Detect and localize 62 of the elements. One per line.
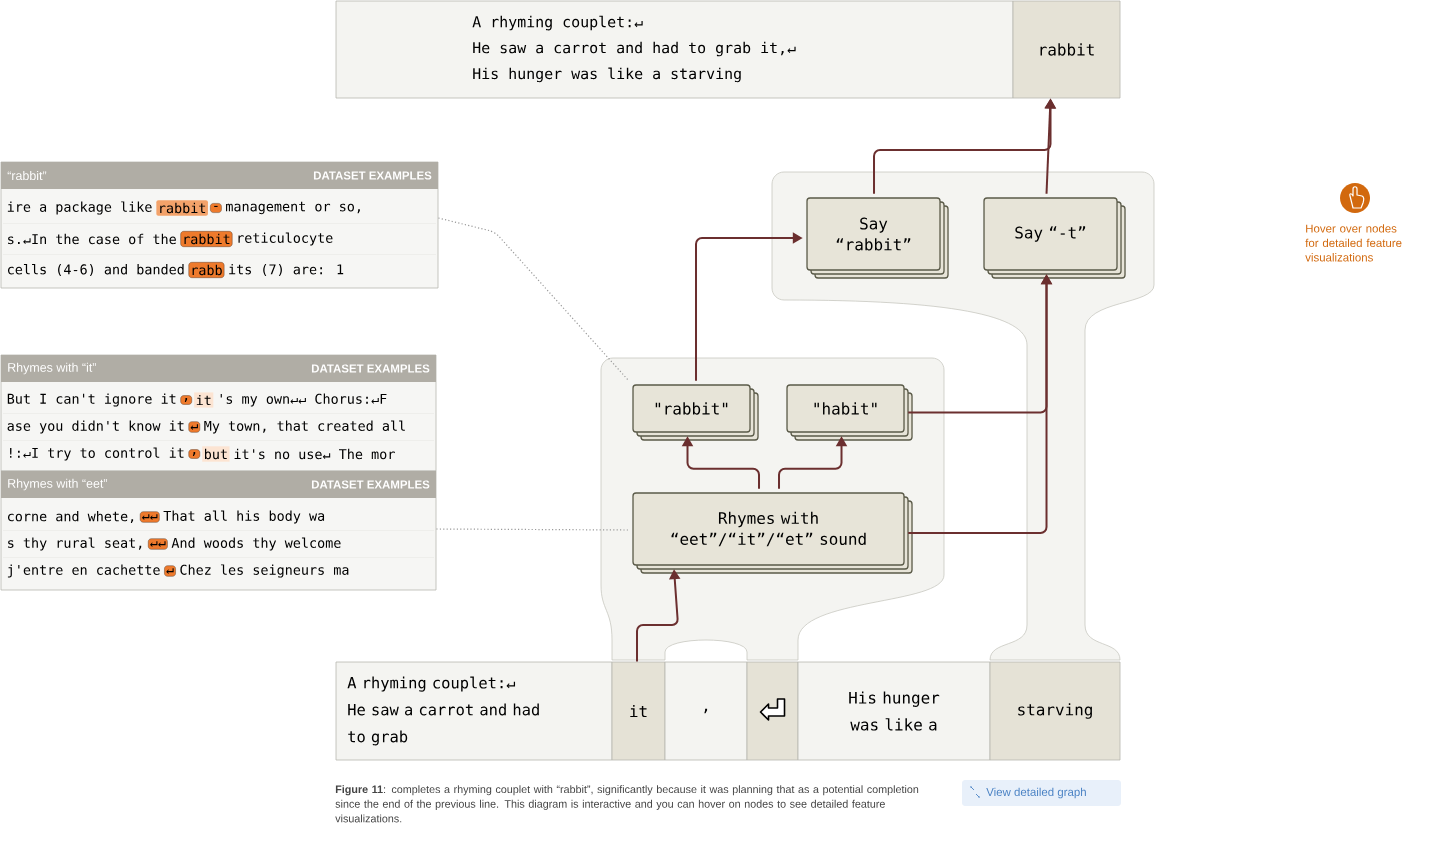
caption: Figure 11: completes a rhyming couplet with “rabbit”, significantly because it was planning that as a potential completion since the end of the previous line. This diagram is interactive and you can hover on nodes to see detailed feature visualizations.: [335, 785, 919, 823]
prompt-text: A rhyming couplet:↵ He saw a carrot and had to grab: [347, 676, 539, 746]
token-cell: starving: [989, 661, 1121, 761]
token-cell: it: [611, 661, 666, 761]
panel-header: “rabbit” DATASET EXAMPLES: [1, 162, 438, 189]
example-text: management or so,: [226, 201, 360, 215]
highlighted-token: ↵: [188, 421, 201, 433]
feature-panel: [0, 354, 437, 472]
example-text: it's no use↵ The mor: [234, 448, 395, 460]
feature-card: Say “-t”: [983, 197, 1126, 279]
example-text: That all his body wa: [163, 510, 325, 524]
node-label: Rhymes with “it”: [8, 362, 96, 375]
example-text: s thy rural seat,: [8, 537, 142, 551]
example-text: cells (4-6) and banded: [8, 263, 184, 277]
node-label: DATASET EXAMPLES: [311, 364, 430, 373]
node-label: “rabbit”: [7, 170, 47, 181]
feature-card: Say “rabbit”: [806, 197, 949, 279]
token-cell: His hunger was like a: [797, 661, 991, 761]
node-label: Rhymes with “eet”: [8, 478, 108, 491]
node-label: DATASET EXAMPLES: [311, 480, 430, 489]
example-text: 's my own↵↵ Chorus:↵F: [220, 393, 387, 407]
token-cell: [746, 661, 799, 761]
example-text: My town, that created all: [204, 420, 405, 434]
highlighted-token: it: [194, 392, 214, 408]
feature-panel: [0, 161, 439, 289]
highlighted-token: ↵↵: [148, 538, 168, 550]
example-text: !:↵I try to control it: [10, 447, 184, 461]
token-cell: ,: [664, 661, 748, 761]
feature-card: "habit": [786, 384, 913, 441]
example-text: its (7) are: 1: [229, 264, 344, 276]
panel-header: Rhymes with “eet” DATASET EXAMPLES: [1, 471, 436, 498]
highlighted-token: rabbit: [156, 200, 208, 216]
highlighted-token: rabb: [188, 262, 225, 278]
token-cell: rabbit: [1012, 0, 1121, 99]
leader-line: [435, 528, 630, 531]
highlighted-token: but: [202, 446, 230, 462]
node-label: DATASET EXAMPLES: [313, 171, 432, 180]
example-text: reticulocyte: [238, 232, 333, 246]
prompt-text: A rhyming couplet:↵ He saw a carrot and had to grab it,↵ His hunger was like a starving: [472, 15, 796, 83]
highlighted-token: ,: [180, 395, 192, 405]
example-text: ire a package like: [7, 201, 152, 215]
highlighted-token: ↵: [164, 565, 176, 577]
feature-card: "rabbit": [632, 384, 759, 441]
leader-line: [437, 217, 630, 382]
example-text: corne and whete,: [8, 510, 134, 524]
highlighted-token: -: [210, 203, 222, 213]
hint-text: Hover over nodes for detailed feature visualizations: [1305, 224, 1402, 262]
example-text: j'entre en cachette: [7, 564, 160, 578]
view-graph-button: View detailed graph: [962, 780, 1121, 806]
highlighted-token: rabbit: [180, 231, 233, 247]
example-text: And woods thy welcome: [171, 537, 341, 551]
example-text: But I can't ignore it: [7, 393, 176, 407]
highlighted-token: ,: [188, 449, 201, 459]
panel-header: Rhymes with “it” DATASET EXAMPLES: [1, 355, 436, 382]
feature-card: Rhymes with “eet”/“it”/“et” sound: [632, 492, 913, 574]
prompt-box: [335, 661, 613, 761]
example-text: ase you didn't know it: [7, 420, 184, 434]
highlighted-token: ↵↵: [139, 511, 160, 523]
feature-panel: [0, 470, 437, 591]
prompt-box: [335, 0, 1014, 99]
example-text: s.↵In the case of the: [8, 233, 176, 245]
example-text: Chez les seigneurs ma: [180, 564, 349, 578]
